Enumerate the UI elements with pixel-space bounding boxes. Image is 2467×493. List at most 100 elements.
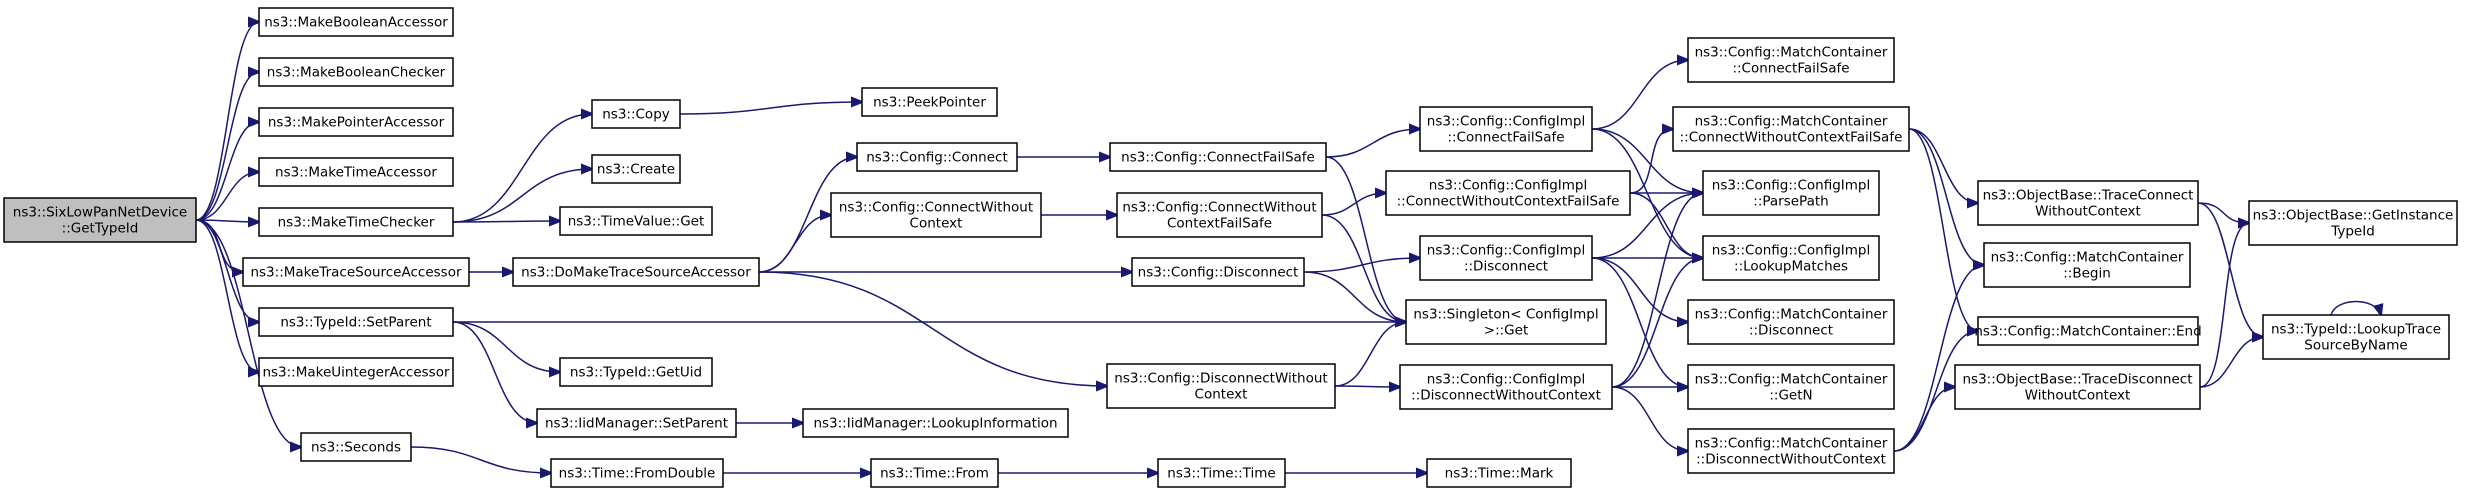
edge-doMakeTrace-to-cfgDisconnectWithout [758,271,1107,386]
node-mcBegin[interactable]: ns3::Config::MatchContainer::Begin [1983,242,2191,288]
node-mcConnectFS[interactable]: ns3::Config::MatchContainer::ConnectFail… [1687,37,1895,83]
node-box-cfgConnect [856,142,1018,172]
edge-cfgConnectFailSafe-to-implConnectFS [1325,129,1420,158]
node-cfgConnect[interactable]: ns3::Config::Connect [856,142,1018,172]
edge-typeIdSetParent-to-iidSetParent [452,321,537,423]
node-makeTraceSrc[interactable]: ns3::MakeTraceSourceAccessor [242,257,470,287]
node-seconds[interactable]: ns3::Seconds [300,432,412,462]
edge-mcDisconnectWithout-to-mcBegin [1893,265,1984,452]
edge-implConnectFS-to-implParsePath [1591,128,1703,193]
node-label-mcDisconnect-1: ::Disconnect [1749,323,1833,339]
edge-cfgConnectFailSafe-to-singletonGet [1325,156,1406,322]
node-implConnectFS[interactable]: ns3::Config::ConfigImpl::ConnectFailSafe [1419,106,1593,152]
edge-typeIdLookupTrace-to-typeIdLookupTrace [2330,300,2381,316]
node-label-implLookupMatches-1: ::LookupMatches [1734,259,1848,275]
node-label-implDisconnect-1: ::Disconnect [1464,259,1548,275]
edge-typeIdSetParent-to-typeIdGetUid [452,321,560,372]
edge-mcDisconnectWithout-to-obTraceDisconnect [1893,387,1955,452]
node-box-implParsePath [1702,170,1880,216]
node-label-obTraceDisconnect-1: WithoutContext [2025,388,2131,404]
node-cfgDisconnect[interactable]: ns3::Config::Disconnect [1131,257,1305,287]
node-root[interactable]: ns3::SixLowPanNetDevice::GetTypeId [3,197,197,243]
node-label-obTraceDisconnect-0: ns3::ObjectBase::TraceDisconnect [1962,372,2192,388]
node-makeUintAcc[interactable]: ns3::MakeUintegerAccessor [258,357,454,387]
node-label-cfgDisconnect-0: ns3::Config::Disconnect [1138,265,1299,281]
node-peekPointer[interactable]: ns3::PeekPointer [861,87,998,117]
node-timeFrom[interactable]: ns3::Time::From [870,458,999,488]
edge-cfgDisconnectWithout-to-implDisconnectWithout [1334,386,1400,387]
node-mcDisconnectWithout[interactable]: ns3::Config::MatchContainer::DisconnectW… [1687,428,1895,474]
node-mcEnd[interactable]: ns3::Config::MatchContainer::End [1974,316,2202,346]
node-obTraceConnect[interactable]: ns3::ObjectBase::TraceConnectWithoutCont… [1977,180,2199,226]
node-implDisconnectWithout[interactable]: ns3::Config::ConfigImpl::DisconnectWitho… [1399,364,1613,410]
node-box-cfgConnectFailSafe [1109,142,1327,172]
node-iidLookupInfo[interactable]: ns3::IidManager::LookupInformation [802,408,1069,438]
node-implDisconnect[interactable]: ns3::Config::ConfigImpl::Disconnect [1419,235,1593,281]
node-label-singletonGet-0: ns3::Singleton< ConfigImpl [1413,307,1598,323]
node-create[interactable]: ns3::Create [591,154,681,184]
edge-mcConnectWithoutFS-to-mcEnd [1908,128,1978,331]
node-singletonGet[interactable]: ns3::Singleton< ConfigImpl >::Get [1405,299,1607,345]
node-label-typeIdSetParent-0: ns3::TypeId::SetParent [280,315,431,331]
node-label-mcGetN-1: ::GetN [1769,388,1812,404]
node-box-mcEnd [1977,316,2199,346]
node-doMakeTrace[interactable]: ns3::DoMakeTraceSourceAccessor [512,257,760,287]
node-implParsePath[interactable]: ns3::Config::ConfigImpl::ParsePath [1702,170,1880,216]
node-label-makeBoolAcc-0: ns3::MakeBooleanAccessor [264,15,448,31]
node-box-implConnectFS [1419,106,1593,152]
node-typeIdSetParent[interactable]: ns3::TypeId::SetParent [258,307,454,337]
node-makeBoolAcc[interactable]: ns3::MakeBooleanAccessor [258,7,454,37]
node-cfgDisconnectWithout[interactable]: ns3::Config::DisconnectWithoutContext [1106,363,1336,409]
node-label-doMakeTrace-0: ns3::DoMakeTraceSourceAccessor [521,265,751,281]
node-makeTimeAcc[interactable]: ns3::MakeTimeAccessor [258,157,454,187]
edge-layer [195,22,2381,473]
edge-obTraceConnect-to-typeIdLookupTrace [2197,202,2263,337]
node-makePtrAcc[interactable]: ns3::MakePointerAccessor [258,107,454,137]
node-box-makePtrAcc [258,107,454,137]
node-label-timeFromDouble-0: ns3::Time::FromDouble [559,466,716,482]
node-box-iidLookupInfo [802,408,1069,438]
node-label-iidLookupInfo-0: ns3::IidManager::LookupInformation [813,416,1057,432]
node-label-makeTraceSrc-0: ns3::MakeTraceSourceAccessor [250,265,461,281]
node-implLookupMatches[interactable]: ns3::Config::ConfigImpl::LookupMatches [1702,235,1880,281]
node-box-cfgConnectWithoutFS [1116,192,1323,238]
node-label-root-0: ns3::SixLowPanNetDevice [13,205,187,221]
edge-root-to-makeBoolAcc [195,22,259,221]
edge-cfgDisconnect-to-implDisconnect [1303,258,1420,273]
node-label-create-0: ns3::Create [597,162,675,178]
node-box-implDisconnect [1419,235,1593,281]
node-makeTimeChk[interactable]: ns3::MakeTimeChecker [258,207,454,237]
node-box-cfgConnectWithout [830,192,1042,238]
node-label-mcEnd-0: ns3::Config::MatchContainer::End [1974,324,2201,340]
node-copy[interactable]: ns3::Copy [591,99,681,129]
node-mcDisconnect[interactable]: ns3::Config::MatchContainer::Disconnect [1687,299,1895,345]
node-label-implLookupMatches-0: ns3::Config::ConfigImpl [1712,243,1870,259]
node-box-timeFromDouble [550,458,724,488]
node-cfgConnectWithoutFS[interactable]: ns3::Config::ConnectWithoutContextFailSa… [1116,192,1323,238]
node-obTraceDisconnect[interactable]: ns3::ObjectBase::TraceDisconnectWithoutC… [1954,364,2201,410]
node-box-implConnectWithoutFS [1385,170,1631,216]
node-label-mcDisconnect-0: ns3::Config::MatchContainer [1695,307,1888,323]
node-iidSetParent[interactable]: ns3::IidManager::SetParent [536,408,737,438]
edge-root-to-makeTimeAcc [195,172,259,221]
node-cfgConnectWithout[interactable]: ns3::Config::ConnectWithoutContext [830,192,1042,238]
node-timeMark[interactable]: ns3::Time::Mark [1426,458,1572,488]
node-makeBoolChk[interactable]: ns3::MakeBooleanChecker [258,57,454,87]
edge-implDisconnect-to-mcGetN [1591,257,1688,387]
node-layer: ns3::SixLowPanNetDevice::GetTypeIdns3::M… [3,7,2458,488]
node-implConnectWithoutFS[interactable]: ns3::Config::ConfigImpl::ConnectWithoutC… [1385,170,1631,216]
node-mcGetN[interactable]: ns3::Config::MatchContainer::GetN [1687,364,1895,410]
node-timeTime[interactable]: ns3::Time::Time [1157,458,1286,488]
node-timeFromDouble[interactable]: ns3::Time::FromDouble [550,458,724,488]
node-cfgConnectFailSafe[interactable]: ns3::Config::ConnectFailSafe [1109,142,1327,172]
node-label-implParsePath-0: ns3::Config::ConfigImpl [1712,178,1870,194]
node-box-seconds [300,432,412,462]
node-label-implConnectWithoutFS-0: ns3::Config::ConfigImpl [1429,178,1587,194]
node-label-obGetInstance-0: ns3::ObjectBase::GetInstance [2253,208,2454,224]
node-mcConnectWithoutFS[interactable]: ns3::Config::MatchContainer::ConnectWith… [1672,106,1910,152]
node-typeIdGetUid[interactable]: ns3::TypeId::GetUid [559,357,713,387]
node-timeValueGet[interactable]: ns3::TimeValue::Get [559,206,713,236]
